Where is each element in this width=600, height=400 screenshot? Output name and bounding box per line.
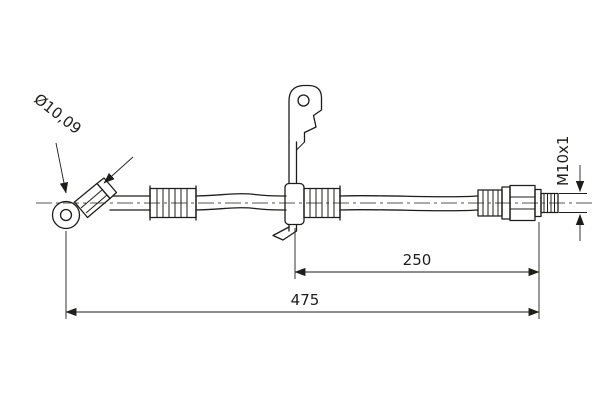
dimension-250: 250 [294,222,540,319]
banjo-fitting [51,177,118,230]
banjo-eye-outer [51,200,81,230]
dimension-475: 475 [65,231,540,319]
crimp-ribs-mid [309,188,335,218]
bracket-fold-line [296,141,305,151]
fitting-hatch [85,194,108,214]
hose-bottom [195,207,287,211]
hose-bottom [339,209,479,212]
crimp-ribs-right [482,190,499,216]
bracket-hole [297,94,310,107]
diameter-callout: Ø10,09 [31,90,134,194]
threaded-end-fitting [477,184,559,222]
leader-arrow [55,142,69,194]
fitting-flange [96,177,118,200]
eye-diameter-label: Ø10,09 [31,90,85,138]
threaded-stud [540,192,559,214]
thread-lines [543,193,555,213]
bracket-tab [288,84,323,143]
mounting-bracket [272,84,323,241]
dim-475-label: 475 [291,291,320,309]
bracket-grommet [284,182,305,226]
crimp-ribs-left [156,188,188,218]
thread-dimension: M10x1 [554,136,587,241]
thread-spec-label: M10x1 [554,136,572,186]
fitting-hatch [80,189,103,209]
leader-arrow [103,156,134,184]
bracket-foot [272,226,298,241]
hose [109,182,479,226]
dim-250-label: 250 [403,251,432,269]
hose-top [339,195,479,198]
hose-top [195,193,287,197]
banjo-eye-hole [59,208,73,222]
